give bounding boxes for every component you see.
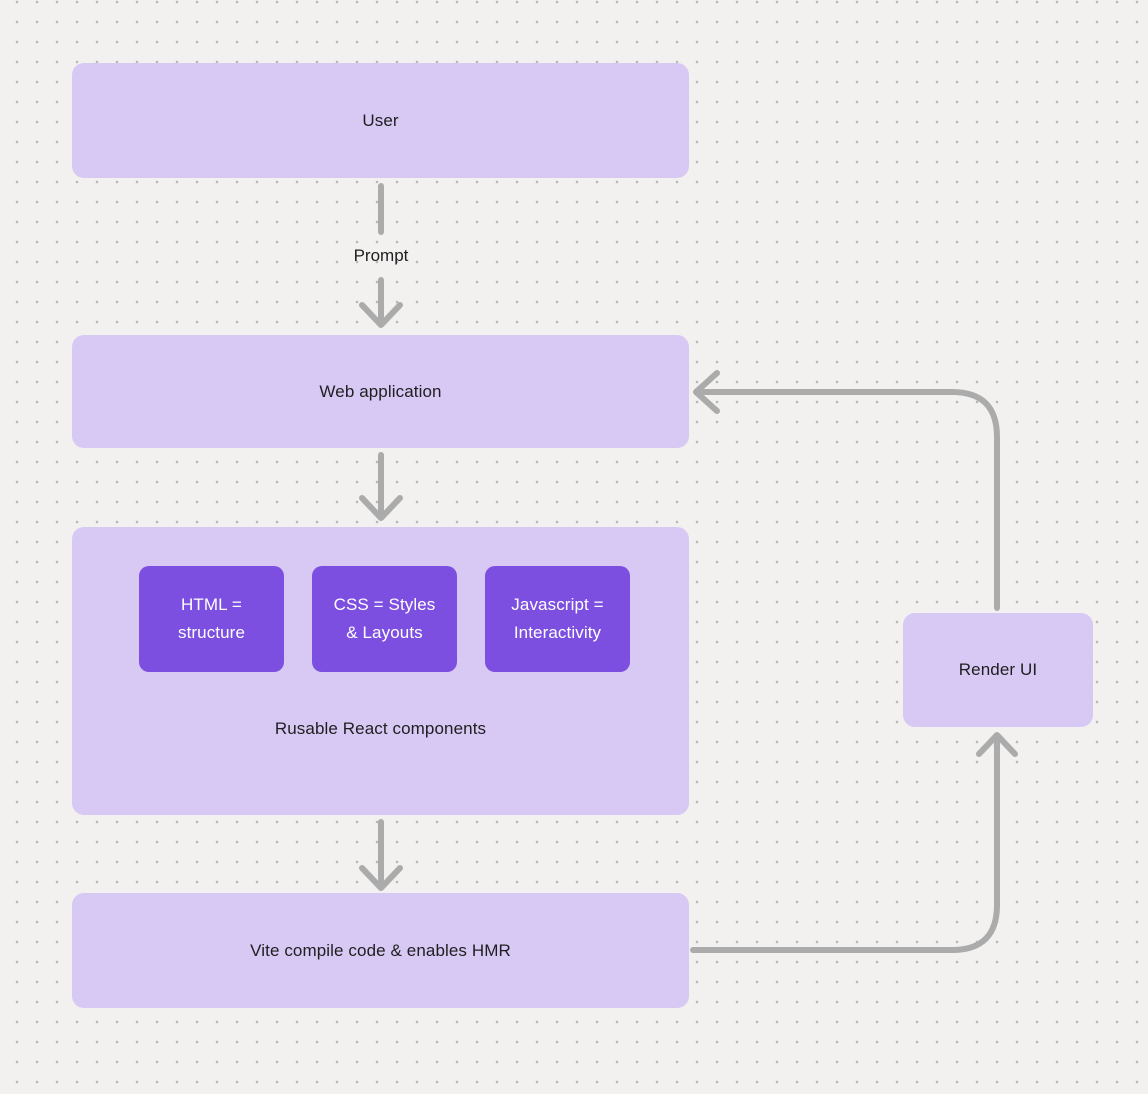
connector-vite-renderui[interactable]: [690, 739, 1000, 953]
arrowhead-left-renderui-webapp: [693, 370, 720, 414]
node-user[interactable]: User: [72, 63, 689, 178]
arrowhead-down-user-webapp: [359, 302, 403, 328]
arrowhead-down-group-vite: [359, 865, 403, 891]
node-javascript[interactable]: Javascript = Interactivity: [485, 566, 630, 672]
node-web-application-label: Web application: [319, 381, 442, 401]
connector-renderui-webapp[interactable]: [700, 389, 1000, 611]
node-html[interactable]: HTML = structure: [139, 566, 284, 672]
edge-label-prompt[interactable]: Prompt: [353, 246, 409, 265]
components-group-caption: Rusable React components: [274, 719, 487, 738]
node-vite[interactable]: Vite compile code & enables HMR: [72, 893, 689, 1008]
node-render-ui-label: Render UI: [958, 660, 1038, 679]
node-user-label: User: [362, 110, 399, 130]
arrowhead-down-webapp-group: [359, 495, 403, 521]
node-web-application[interactable]: Web application: [72, 335, 689, 448]
node-css-label: CSS = Styles & Layouts: [333, 594, 436, 642]
node-html-label: HTML = structure: [177, 594, 246, 642]
node-components-group[interactable]: HTML = structure CSS = Styles & Layouts …: [72, 527, 689, 815]
node-render-ui[interactable]: Render UI: [903, 613, 1093, 727]
node-javascript-label: Javascript = Interactivity: [511, 594, 604, 642]
node-vite-label: Vite compile code & enables HMR: [250, 940, 511, 960]
arrowhead-up-vite-renderui: [976, 732, 1018, 757]
node-css[interactable]: CSS = Styles & Layouts: [312, 566, 457, 672]
components-row: HTML = structure CSS = Styles & Layouts …: [139, 566, 630, 672]
